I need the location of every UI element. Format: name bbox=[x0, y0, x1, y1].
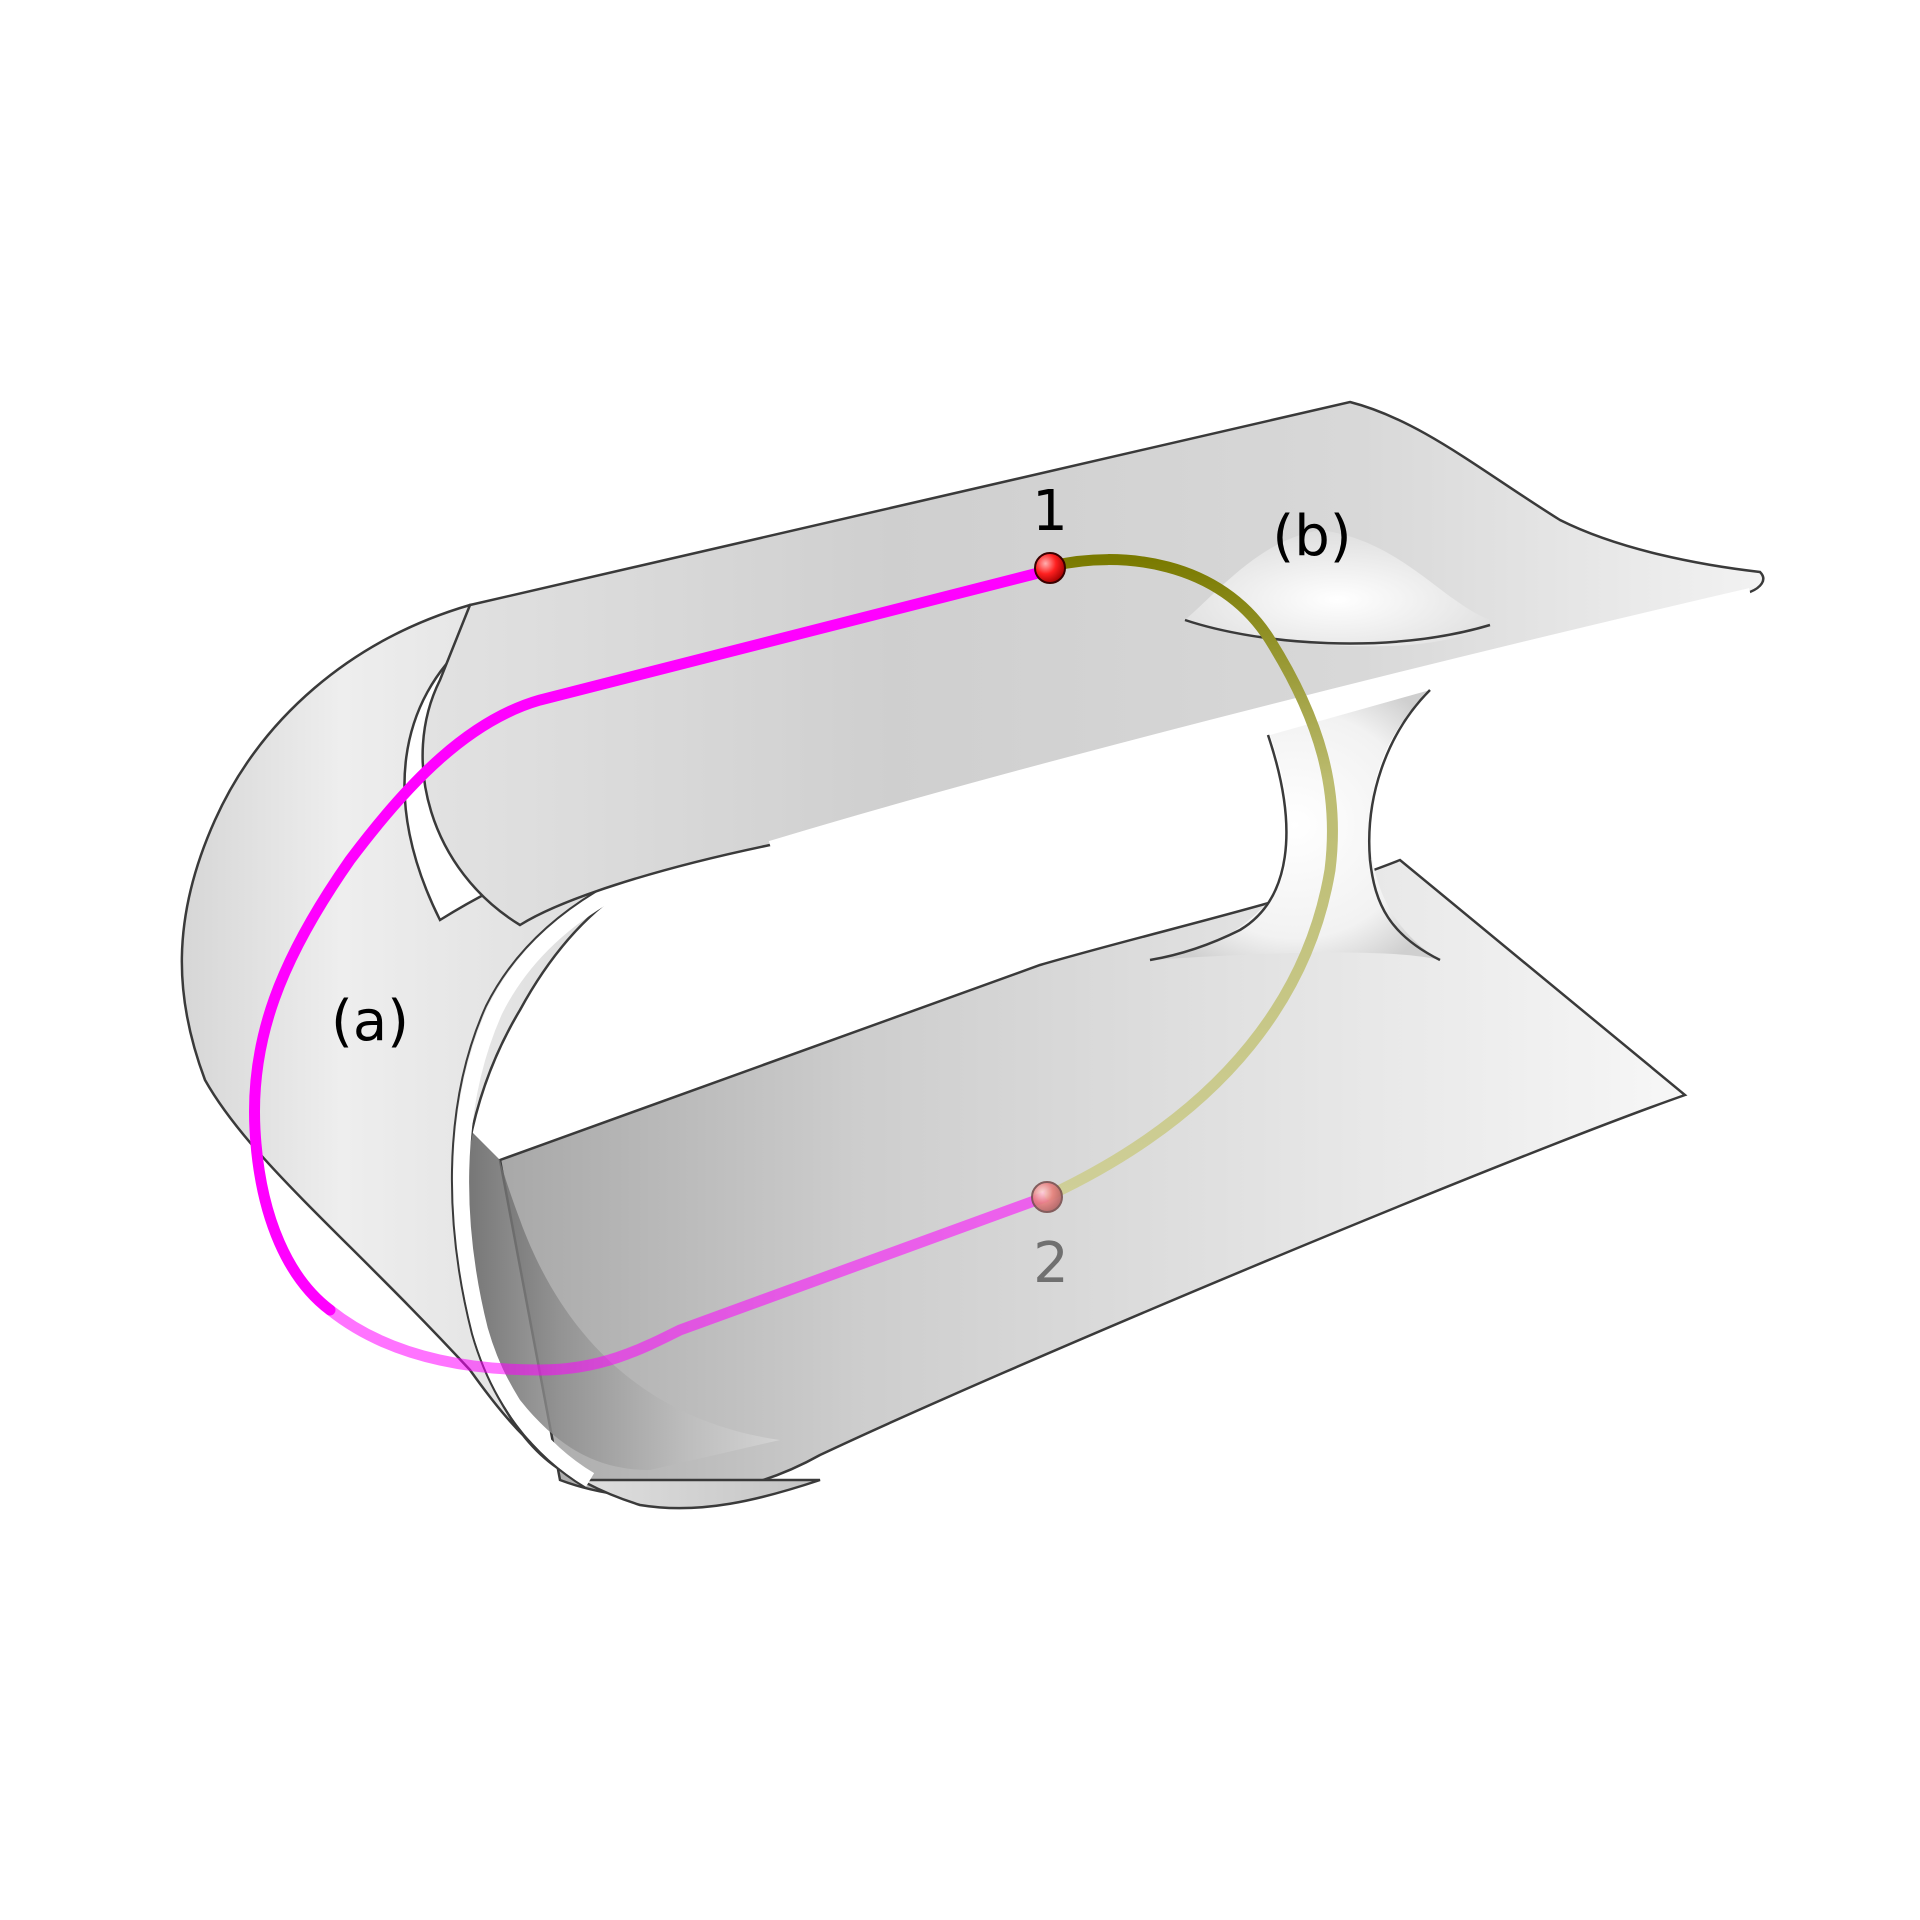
point-1-label: 1 bbox=[1032, 479, 1068, 544]
path-a-upper bbox=[248, 564, 1056, 1316]
point-2-label: 2 bbox=[1033, 1231, 1069, 1296]
point-2-marker bbox=[1031, 1181, 1063, 1213]
inner-wall-shade bbox=[464, 1130, 780, 1470]
wormhole-neck-right bbox=[1368, 689, 1441, 962]
wormhole-neck bbox=[1150, 690, 1440, 960]
wormhole-mouth bbox=[1185, 530, 1490, 647]
wormhole-neck-left bbox=[1149, 734, 1288, 962]
path-b bbox=[1044, 554, 1338, 1201]
path-a-lower bbox=[324, 1191, 1051, 1376]
inner-rim bbox=[453, 830, 777, 1487]
wormhole-mouth-rim bbox=[1184, 618, 1491, 645]
top-sheet-edge bbox=[768, 588, 1751, 849]
path-b-label: (b) bbox=[1272, 504, 1351, 569]
path-a-label: (a) bbox=[331, 989, 409, 1054]
top-sheet bbox=[421, 400, 1765, 927]
point-1-marker bbox=[1034, 552, 1066, 584]
